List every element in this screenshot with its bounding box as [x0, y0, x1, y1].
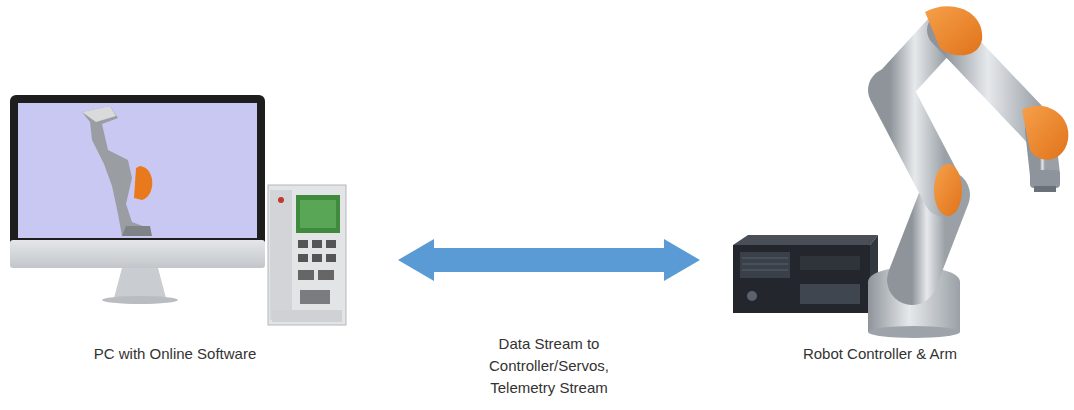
robot-controller	[733, 235, 878, 313]
robot-arm	[868, 6, 1068, 338]
monitor	[10, 95, 265, 304]
industrial-pc	[268, 185, 346, 325]
caption: Robot Controller & Arm	[803, 345, 957, 362]
arrow-label: Data Stream to Controller/Servos, Teleme…	[469, 333, 629, 399]
double-arrow	[398, 239, 700, 281]
illustration-node: Robot Controller & Arm	[705, 0, 1070, 370]
illustration-node: PC with Online Software	[5, 90, 390, 370]
caption: PC with Online Software	[94, 345, 257, 362]
